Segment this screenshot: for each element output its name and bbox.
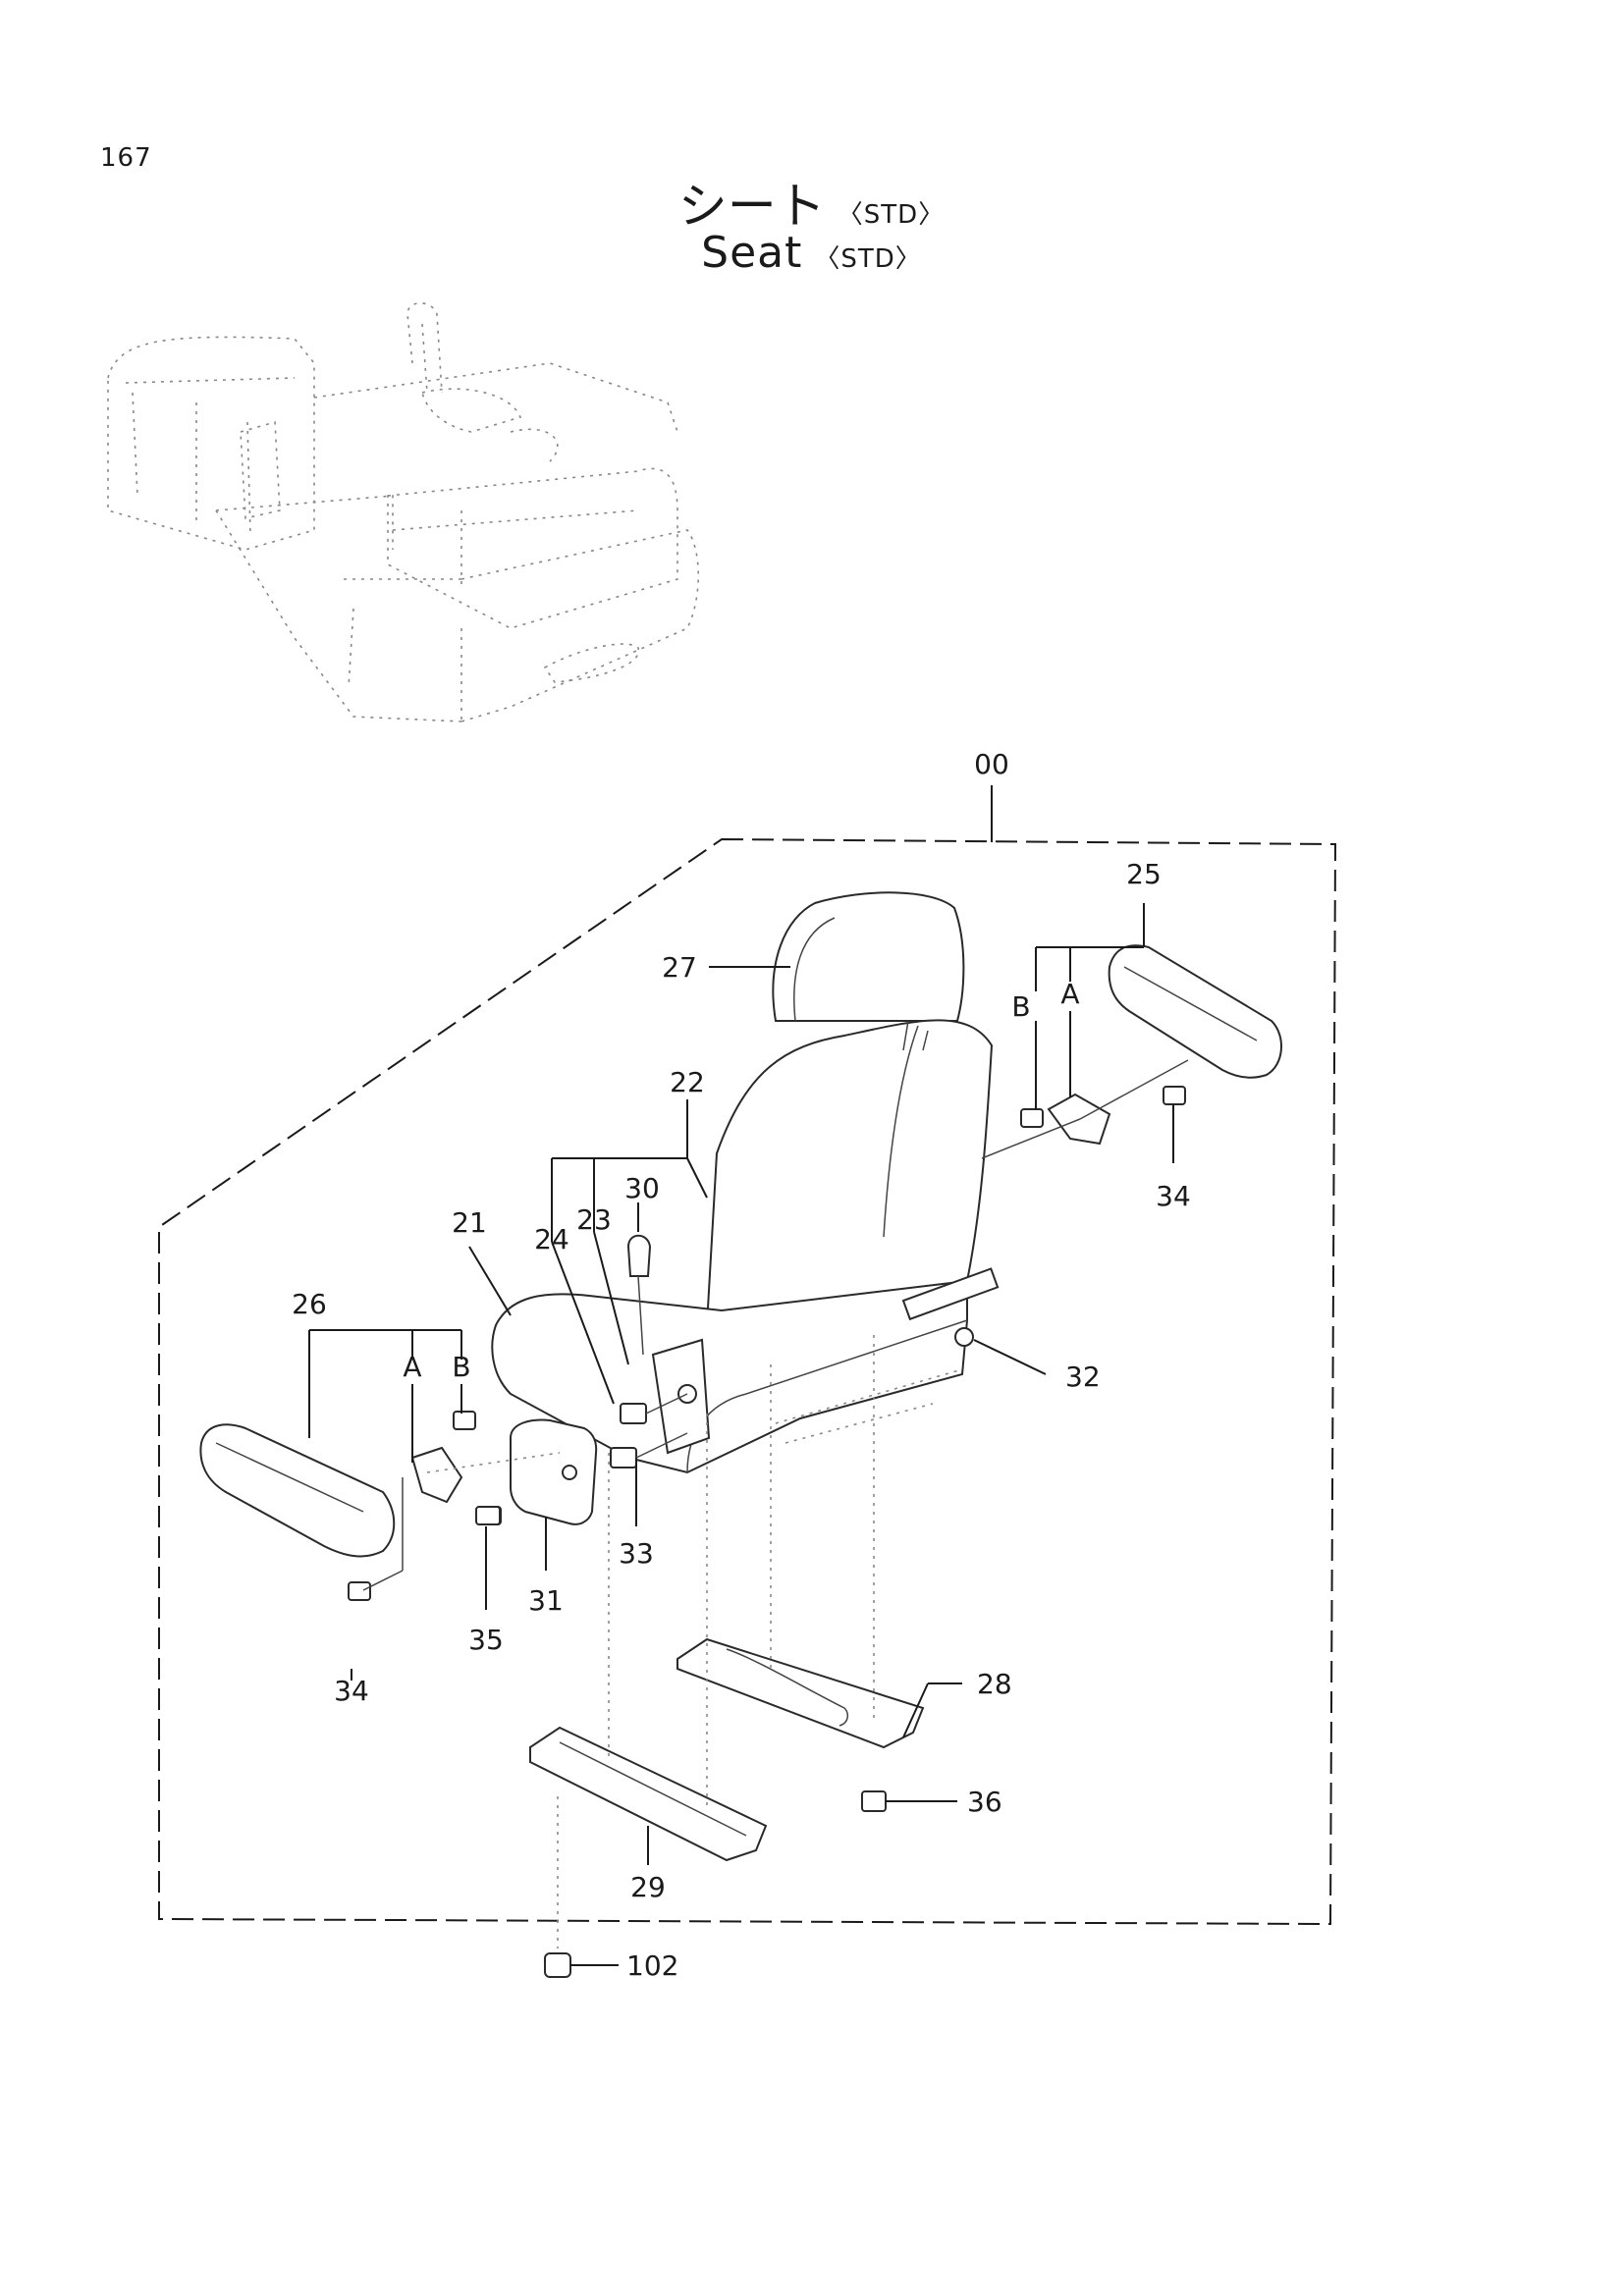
bolt-34-left: 34	[334, 1669, 369, 1707]
title-jp-tag: 〈STD〉	[837, 200, 946, 230]
side-cover: 31	[510, 1418, 598, 1617]
label-24: 24	[534, 1223, 569, 1255]
seat-assembly	[491, 1019, 1000, 1474]
label-29: 29	[630, 1871, 666, 1903]
page-title-english: Seat 〈STD〉	[0, 228, 1623, 278]
title-en-tag: 〈STD〉	[814, 244, 922, 274]
label-00: 00	[974, 748, 1009, 780]
label-b-right: B	[1011, 990, 1030, 1023]
seat-bracket: 33	[610, 1338, 711, 1570]
headrest: 27	[662, 891, 965, 1022]
bolt-34-right: 34	[1156, 1104, 1191, 1212]
label-28: 28	[977, 1668, 1012, 1700]
nut-102: 102	[544, 1949, 678, 1982]
assembly-boundary	[158, 837, 1337, 1926]
label-30: 30	[624, 1172, 660, 1204]
label-34-left: 34	[334, 1675, 369, 1707]
label-33: 33	[619, 1537, 654, 1570]
armrest-right: 25 A B	[981, 858, 1283, 1159]
label-36: 36	[967, 1786, 1002, 1818]
slide-rail-left: 29	[529, 1414, 768, 1949]
page-number: 167	[100, 143, 152, 173]
label-25: 25	[1126, 858, 1162, 890]
slide-rail-right: 28	[676, 1335, 1012, 1749]
washer-32: 32	[954, 1327, 1101, 1393]
label-23: 23	[576, 1203, 612, 1236]
label-a-right: A	[1060, 978, 1079, 1010]
label-26: 26	[292, 1288, 327, 1320]
label-34-right: 34	[1156, 1180, 1191, 1212]
label-a-left: A	[403, 1351, 421, 1383]
callout-seat-group: 22 23 24 21	[452, 1066, 708, 1405]
page-title-japanese: シート〈STD〉	[0, 167, 1623, 238]
label-22: 22	[670, 1066, 705, 1098]
bolt-35: 35	[468, 1506, 504, 1656]
machine-overview-illustration	[107, 301, 699, 722]
title-en-text: Seat	[701, 228, 803, 278]
recline-lever: 30	[624, 1172, 660, 1356]
label-32: 32	[1065, 1361, 1101, 1393]
label-102: 102	[626, 1949, 678, 1982]
label-35: 35	[468, 1624, 504, 1656]
callout-assembly-00: 00	[974, 748, 1009, 842]
label-31: 31	[528, 1584, 564, 1617]
label-21: 21	[452, 1206, 487, 1239]
title-jp-text: シート	[677, 178, 826, 235]
label-b-left: B	[452, 1351, 470, 1383]
bolt-36: 36	[861, 1786, 1002, 1818]
label-27: 27	[662, 951, 697, 984]
